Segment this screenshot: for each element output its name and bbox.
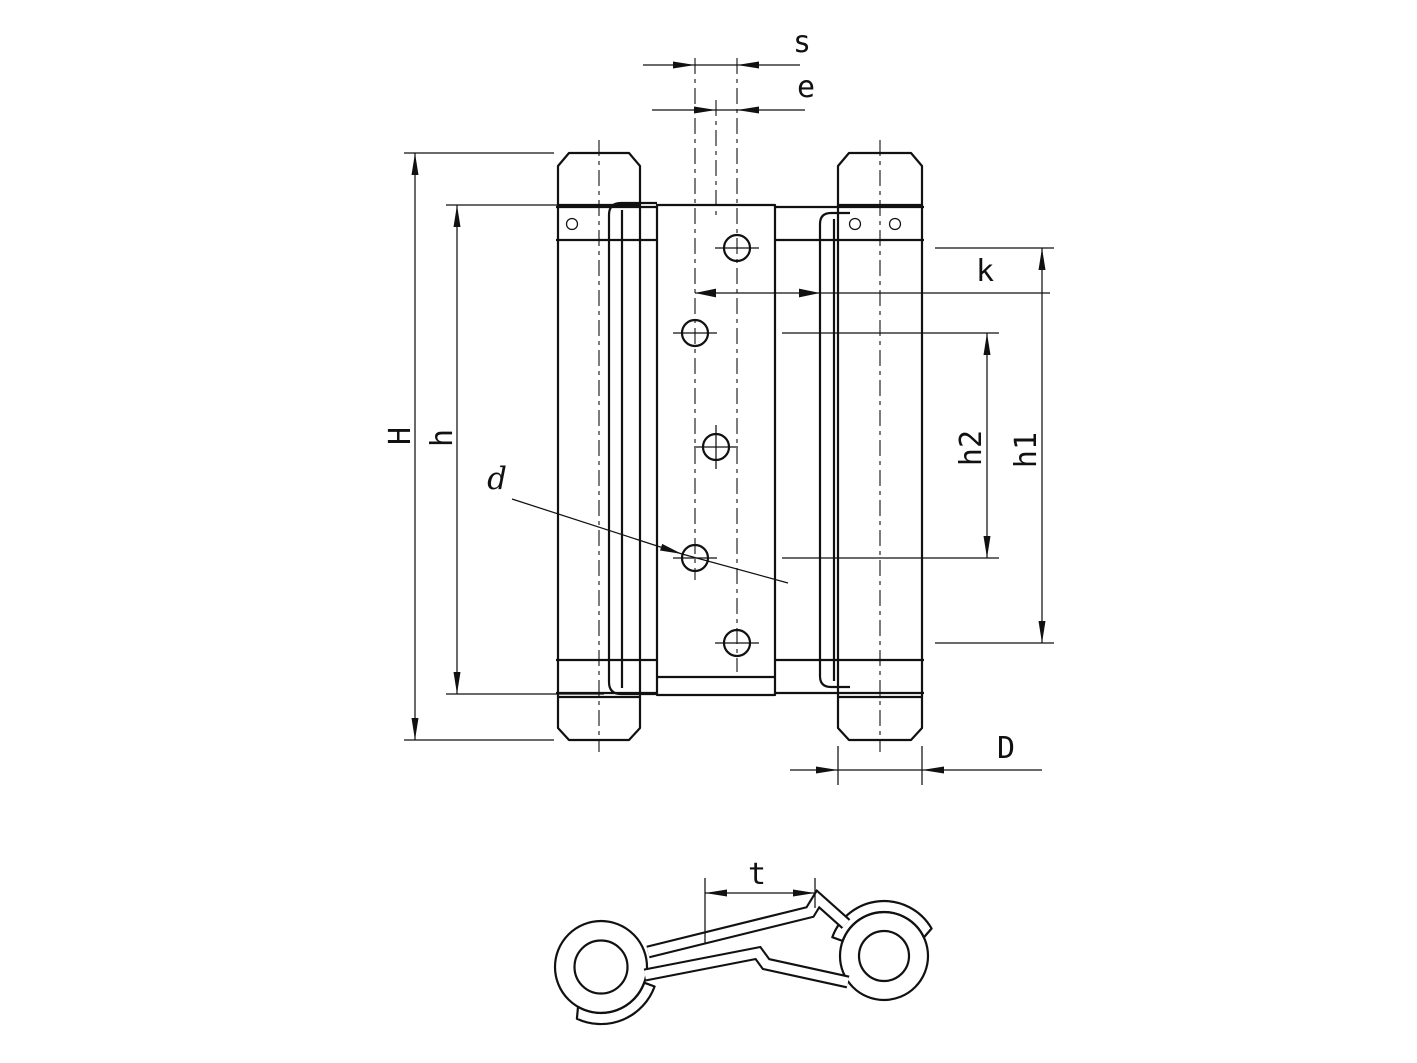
dim-label-h2: h2 [954,430,989,466]
rivet-pin [848,217,862,231]
dimension-h: h [425,204,604,695]
dimension-h2: h2 [782,332,999,559]
right-eye-outer [838,910,930,1002]
dim-label-h: h [425,429,460,447]
dim-label-H: H [383,427,418,445]
screw-hole [715,628,759,658]
dimension-D: D [790,731,1042,785]
dimension-k: k [695,254,1050,298]
cross-section-view: t [553,857,933,1026]
screw-holes [673,233,759,658]
dim-label-e: e [797,70,815,105]
left-eye-outer [553,919,649,1015]
screw-hole [673,318,717,348]
left-eye-bore [573,939,629,995]
right-eye-bore [857,929,911,983]
dim-label-k: k [976,254,994,289]
dimension-s: s [643,25,811,69]
left-leaf [607,201,657,696]
right-leaf [818,211,850,689]
dimension-t: t [704,857,816,944]
dim-label-D: D [997,731,1015,766]
dimension-d: d [487,461,789,584]
hinge-front-view [556,58,924,752]
dim-label-s: s [793,25,811,60]
left-barrel [556,151,642,742]
dimension-H: H [383,152,554,741]
dimension-h1: h1 [935,247,1054,644]
rivet-pin [888,217,902,231]
dim-label-t: t [748,857,766,892]
dimension-e: e [652,70,815,114]
screw-hole [715,233,759,263]
screw-hole [694,425,738,469]
dim-label-d: d [487,461,507,497]
rivet-pin [565,217,579,231]
dim-label-h1: h1 [1009,432,1044,468]
dimensions: s e k H h [383,25,1054,785]
leaf-bands [643,888,851,989]
right-barrel [836,151,924,742]
